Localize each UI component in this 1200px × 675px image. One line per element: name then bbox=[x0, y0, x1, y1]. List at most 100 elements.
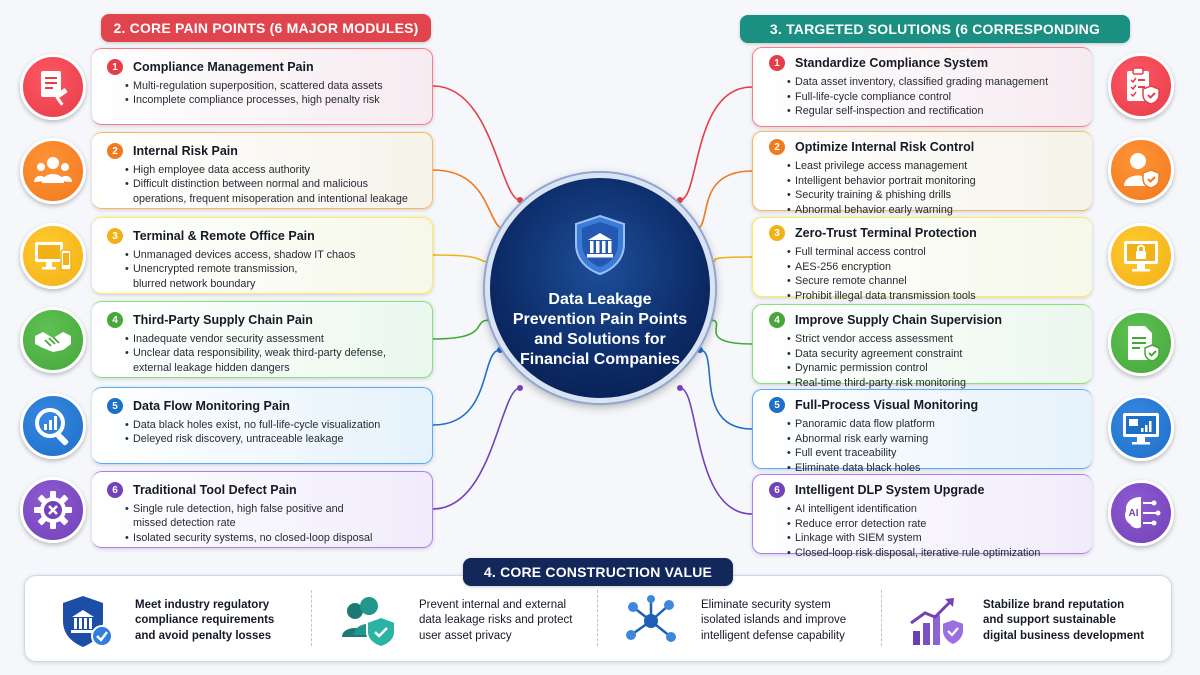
bullet-item: Difficult distinction between normal and… bbox=[125, 177, 422, 192]
bullet-item: Linkage with SIEM system bbox=[787, 531, 1082, 546]
bullet-item: Abnormal behavior early warning bbox=[787, 203, 1082, 218]
bullet-item: AES-256 encryption bbox=[787, 260, 1082, 275]
document-check-icon bbox=[1108, 310, 1174, 376]
card-title: Full-Process Visual Monitoring bbox=[795, 398, 979, 412]
connector-right-5 bbox=[699, 349, 753, 430]
bank-shield-icon bbox=[575, 214, 625, 276]
bullet-item: High employee data access authority bbox=[125, 163, 422, 178]
network-nodes-icon bbox=[626, 595, 676, 642]
core-value-header: 4. CORE CONSTRUCTION VALUE bbox=[463, 558, 733, 586]
solution-card-5: 5 Full-Process Visual MonitoringPanoramic… bbox=[752, 389, 1092, 475]
bullet-list: Data asset inventory, classified grading… bbox=[769, 75, 1082, 119]
gear-x-icon bbox=[20, 477, 86, 543]
value-divider bbox=[881, 590, 882, 646]
connector-dot bbox=[677, 197, 683, 203]
card-header: 1 Compliance Management Pain bbox=[107, 59, 422, 75]
connector-left-3 bbox=[432, 254, 493, 263]
bullet-list: Inadequate vendor security assessmentUnc… bbox=[107, 332, 422, 375]
people-group-icon bbox=[20, 138, 86, 204]
bullet-item: Reduce error detection rate bbox=[787, 517, 1082, 532]
bullet-item: blurred network boundary bbox=[133, 277, 256, 290]
card-title: Terminal & Remote Office Pain bbox=[133, 229, 315, 243]
connector-dot bbox=[517, 385, 523, 391]
bullet-item: Unclear data responsibility, weak third-… bbox=[125, 346, 422, 361]
bullet-item: Data black holes exist, no full-life-cyc… bbox=[125, 418, 422, 433]
bank-shield-check-icon bbox=[63, 596, 113, 647]
bullet-item: Data security agreement constraint bbox=[787, 347, 1082, 362]
bullet-item: Closed-loop risk disposal, iterative rul… bbox=[787, 546, 1082, 561]
bullet-item: missed detection rate bbox=[133, 517, 236, 530]
connector-right-1 bbox=[679, 86, 753, 201]
bullet-item: Dynamic permission control bbox=[787, 361, 1082, 376]
bullet-item: Unencrypted remote transmission, bbox=[125, 262, 422, 277]
pain-card-1: 1 Compliance Management PainMulti-regulat… bbox=[92, 48, 433, 125]
bullet-item: Single rule detection, high false positi… bbox=[125, 502, 422, 517]
clipboard-shield-icon bbox=[1108, 53, 1174, 119]
bullet-item: external leakage hidden dangers bbox=[133, 361, 290, 374]
bullet-list: Single rule detection, high false positi… bbox=[107, 502, 422, 545]
ai-label: AI bbox=[1129, 508, 1139, 519]
magnifier-chart-icon bbox=[20, 393, 86, 459]
card-title: Third-Party Supply Chain Pain bbox=[133, 313, 313, 327]
card-title: Compliance Management Pain bbox=[133, 60, 314, 74]
connector-left-4 bbox=[432, 319, 491, 340]
bullet-item: operations, frequent misoperation and in… bbox=[133, 192, 408, 205]
center-title: Data Leakage Prevention Pain Points and … bbox=[512, 291, 688, 368]
bullet-item: Unmanaged devices access, shadow IT chao… bbox=[125, 248, 422, 263]
bullet-item: Full event traceability bbox=[787, 446, 1082, 461]
bullet-item: Abnormal risk early warning bbox=[787, 432, 1082, 447]
bullet-item: Data asset inventory, classified grading… bbox=[787, 75, 1082, 90]
connector-left-5 bbox=[432, 349, 501, 426]
number-badge: 5 bbox=[769, 397, 785, 413]
bullet-list: High employee data access authorityDiffi… bbox=[107, 163, 422, 206]
number-badge: 1 bbox=[107, 59, 123, 75]
document-gavel-icon bbox=[20, 54, 86, 120]
users-shield-icon bbox=[342, 597, 396, 649]
bullet-item: Secure remote channel bbox=[787, 274, 1082, 289]
bullet-item: Isolated security systems, no closed-loo… bbox=[125, 531, 422, 546]
bullet-list: Strict vendor access assessmentData secu… bbox=[769, 332, 1082, 390]
card-title: Traditional Tool Defect Pain bbox=[133, 483, 297, 497]
bullet-item: Intelligent behavior portrait monitoring bbox=[787, 174, 1082, 189]
card-header: 5 Full-Process Visual Monitoring bbox=[769, 397, 1082, 413]
connector-dot bbox=[677, 385, 683, 391]
connector-left-2 bbox=[432, 169, 507, 231]
card-title: Optimize Internal Risk Control bbox=[795, 140, 975, 154]
bullet-list: Least privilege access managementIntelli… bbox=[769, 159, 1082, 217]
center-hub: Data Leakage Prevention Pain Points and … bbox=[485, 173, 715, 403]
ai-brain-icon: AI bbox=[1108, 480, 1174, 546]
bullet-item: Multi-regulation superposition, scattere… bbox=[125, 79, 422, 94]
value-divider bbox=[311, 590, 312, 646]
card-title: Standardize Compliance System bbox=[795, 56, 989, 70]
bullet-list: Full terminal access controlAES-256 encr… bbox=[769, 245, 1082, 303]
bullet-list: Panoramic data flow platformAbnormal ris… bbox=[769, 417, 1082, 475]
card-title: Zero-Trust Terminal Protection bbox=[795, 226, 977, 240]
bullet-item: Eliminate data black holes bbox=[787, 461, 1082, 476]
bullet-item: Least privilege access management bbox=[787, 159, 1082, 174]
card-header: 3 Terminal & Remote Office Pain bbox=[107, 228, 422, 244]
number-badge: 5 bbox=[107, 398, 123, 414]
number-badge: 3 bbox=[107, 228, 123, 244]
bullet-item: Prohibit illegal data transmission tools bbox=[787, 289, 1082, 304]
connector-right-4 bbox=[709, 319, 753, 345]
number-badge: 6 bbox=[107, 482, 123, 498]
bullet-item: Regular self-inspection and rectificatio… bbox=[787, 104, 1082, 119]
